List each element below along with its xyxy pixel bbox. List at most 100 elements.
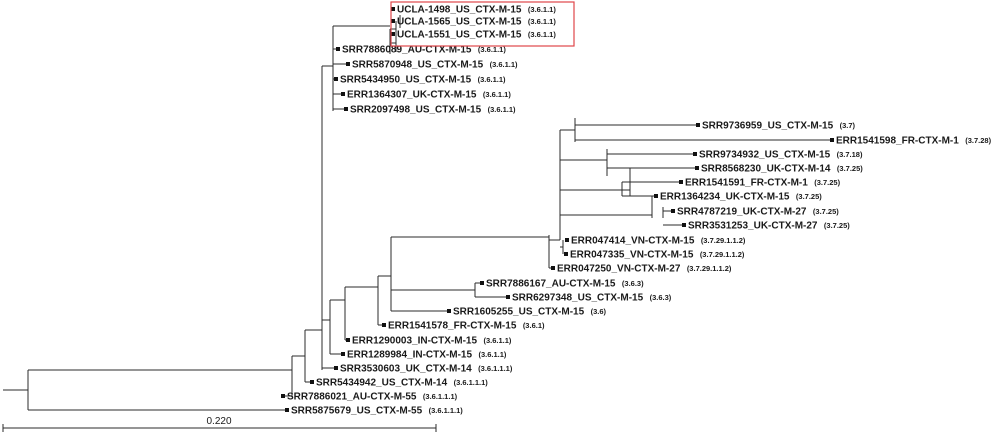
leaf-clade-note: (3.6.3) [650, 293, 672, 302]
leaf-clade-note: (3.6.3) [622, 279, 644, 288]
tree-leaf: SRR5875679_US_CTX-M-55(3.6.1.1.1) [285, 406, 463, 417]
leaf-label: UCLA-1565_US_CTX-M-15 [397, 17, 522, 28]
leaf-label: SRR9736959_US_CTX-M-15 [702, 121, 834, 132]
tree-leaf: ERR047250_VN-CTX-M-27 (3.7.29.1.1.2) [551, 264, 732, 275]
leaf-clade-note: (3.7.18) [837, 150, 863, 159]
leaf-tip-marker [336, 47, 340, 51]
leaf-clade-note: (3.6.1.1) [488, 105, 516, 114]
leaf-clade-note: (3.6.1.1) [483, 90, 511, 99]
tree-leaf: ERR1541598_FR-CTX-M-1 (3.7.28) [830, 136, 992, 147]
leaf-clade-note: (3.6.1.1.1) [478, 364, 513, 373]
leaf-tip-marker [693, 152, 697, 156]
leaf-tip-marker [334, 77, 338, 81]
tree-leaf: ERR047335_VN-CTX-M-15(3.7.29.1.1.2) [564, 250, 745, 261]
tree-leaf: ERR1541591_FR-CTX-M-1(3.7.25) [679, 178, 841, 189]
tree-leaf: SRR1605255_US_CTX-M-15 (3.6) [447, 307, 607, 318]
tree-leaf: ERR1541578_FR-CTX-M-15(3.6.1) [382, 321, 545, 332]
leaf-clade-note: (3.6.1.1.1) [423, 392, 458, 401]
leaf-tip-marker [506, 295, 510, 299]
leaf-label: SRR8568230_UK-CTX-M-14 [701, 164, 831, 175]
tree-leaf: SRR7886021_AU-CTX-M-55 (3.6.1.1.1) [281, 392, 458, 403]
leaf-clade-note: (3.7) [840, 121, 856, 130]
leaf-clade-note: (3.6.1.1) [528, 5, 556, 14]
leaf-tip-marker [344, 107, 348, 111]
leaf-label: SRR2097498_US_CTX-M-15 [350, 105, 482, 116]
leaf-label: SRR7886089_AU-CTX-M-15 [342, 45, 472, 56]
leaf-clade-note: (3.6.1.1) [490, 60, 518, 69]
leaf-clade-note: (3.6.1.1.1) [454, 378, 489, 387]
leaf-label: ERR1364307_UK-CTX-M-15 [347, 90, 477, 101]
tree-leaf: ERR047414_VN-CTX-M-15 (3.7.29.1.1.2) [565, 236, 746, 247]
leaf-tip-marker [391, 7, 395, 11]
leaf-label: ERR1289984_IN-CTX-M-15 [347, 350, 472, 361]
leaf-clade-note: (3.7.25) [796, 192, 822, 201]
tree-leaf: SRR9736959_US_CTX-M-15 (3.7) [696, 121, 856, 132]
leaf-label: SRR1605255_US_CTX-M-15 [453, 307, 585, 318]
leaf-clade-note: (3.7.28) [965, 136, 991, 145]
leaf-label: SRR6297348_US_CTX-M-15 [512, 293, 644, 304]
leaf-tip-marker [565, 238, 569, 242]
leaf-label: SRR5875679_US_CTX-M-55 [291, 406, 423, 417]
tree-leaf: SRR7886167_AU-CTX-M-15 (3.6.3) [480, 279, 644, 290]
leaf-tip-marker [341, 92, 345, 96]
leaf-tip-marker [480, 281, 484, 285]
tree-leaf: SRR8568230_UK-CTX-M-14(3.7.25) [695, 164, 863, 175]
leaf-tip-marker [346, 338, 350, 342]
tree-leaf: SRR3530603_UK_CTX-M-14 (3.6.1.1.1) [334, 364, 513, 375]
leaf-tip-marker [334, 366, 338, 370]
scale-bar: 0.220 [2, 416, 437, 432]
tree-leaf: SRR5434942_US_CTX-M-14(3.6.1.1.1) [310, 378, 488, 389]
leaf-clade-note: (3.6.1) [523, 321, 545, 330]
leaf-label: UCLA-1551_US_CTX-M-15 [397, 30, 522, 41]
leaf-tip-marker [654, 194, 658, 198]
leaf-clade-note: (3.7.29.1.1.2) [701, 236, 746, 245]
leaf-clade-note: (3.6.1.1) [478, 350, 506, 359]
leaf-tip-marker [682, 223, 686, 227]
leaf-label: SRR9734932_US_CTX-M-15 [699, 150, 831, 161]
leaf-tip-marker [695, 166, 699, 170]
tree-leaf: SRR5870948_US_CTX-M-15 (3.6.1.1) [346, 60, 518, 71]
leaf-tip-marker [564, 252, 568, 256]
leaf-label: UCLA-1498_US_CTX-M-15 [397, 5, 522, 16]
tree-leaf: SRR5434950_US_CTX-M-15(3.6.1.1) [334, 75, 506, 86]
leaf-label: SRR3530603_UK_CTX-M-14 [340, 364, 472, 375]
highlight-box [390, 1, 575, 47]
tree-leaf: ERR1364234_UK-CTX-M-15(3.7.25) [654, 192, 822, 203]
leaf-label: ERR1541598_FR-CTX-M-1 [836, 136, 959, 147]
leaf-label: ERR047414_VN-CTX-M-15 [571, 236, 695, 247]
leaf-tip-marker [830, 138, 834, 142]
leaf-label: SRR4787219_UK-CTX-M-27 [677, 207, 807, 218]
leaf-label: SRR7886021_AU-CTX-M-55 [287, 392, 417, 403]
tree-leaf: UCLA-1551_US_CTX-M-15 (3.6.1.1) [391, 30, 556, 41]
tree-leaf: SRR4787219_UK-CTX-M-27(3.7.25) [671, 207, 839, 218]
leaf-tip-marker [696, 123, 700, 127]
leaf-clade-note: (3.6) [591, 307, 607, 316]
tree-leaf: UCLA-1565_US_CTX-M-15 (3.6.1.1) [391, 17, 556, 28]
leaf-label: ERR1290003_IN-CTX-M-15 [352, 336, 477, 347]
leaf-tip-marker [382, 323, 386, 327]
tree-leaf: SRR3531253_UK-CTX-M-27(3.7.25) [682, 221, 850, 232]
tree-leaf: SRR6297348_US_CTX-M-15 (3.6.3) [506, 293, 672, 304]
leaf-label: SRR7886167_AU-CTX-M-15 [486, 279, 616, 290]
leaf-clade-note: (3.7.29.1.1.2) [687, 264, 732, 273]
leaf-label: SRR5870948_US_CTX-M-15 [352, 60, 484, 71]
leaf-tip-marker [551, 266, 555, 270]
tree-leaf: SRR7886089_AU-CTX-M-15 (3.6.1.1) [336, 45, 506, 56]
leaf-tip-marker [679, 180, 683, 184]
leaf-tip-marker [671, 209, 675, 213]
leaf-clade-note: (3.6.1.1) [478, 45, 506, 54]
leaf-clade-note: (3.6.1.1) [478, 75, 506, 84]
tree-leaf: ERR1290003_IN-CTX-M-15(3.6.1.1) [346, 336, 512, 347]
leaf-tip-marker [346, 62, 350, 66]
leaf-label: ERR047335_VN-CTX-M-15 [570, 250, 694, 261]
scale-bar-label: 0.220 [206, 416, 231, 427]
leaf-clade-note: (3.7.25) [824, 221, 850, 230]
leaf-tip-marker [285, 408, 289, 412]
leaf-tip-marker [391, 32, 395, 36]
leaf-clade-note: (3.6.1.1) [528, 17, 556, 26]
tree-leaf: SRR9734932_US_CTX-M-15 (3.7.18) [693, 150, 863, 161]
leaf-clade-note: (3.6.1.1) [528, 30, 556, 39]
leaf-label: ERR047250_VN-CTX-M-27 [557, 264, 681, 275]
tree-leaf: SRR2097498_US_CTX-M-15 (3.6.1.1) [344, 105, 516, 116]
